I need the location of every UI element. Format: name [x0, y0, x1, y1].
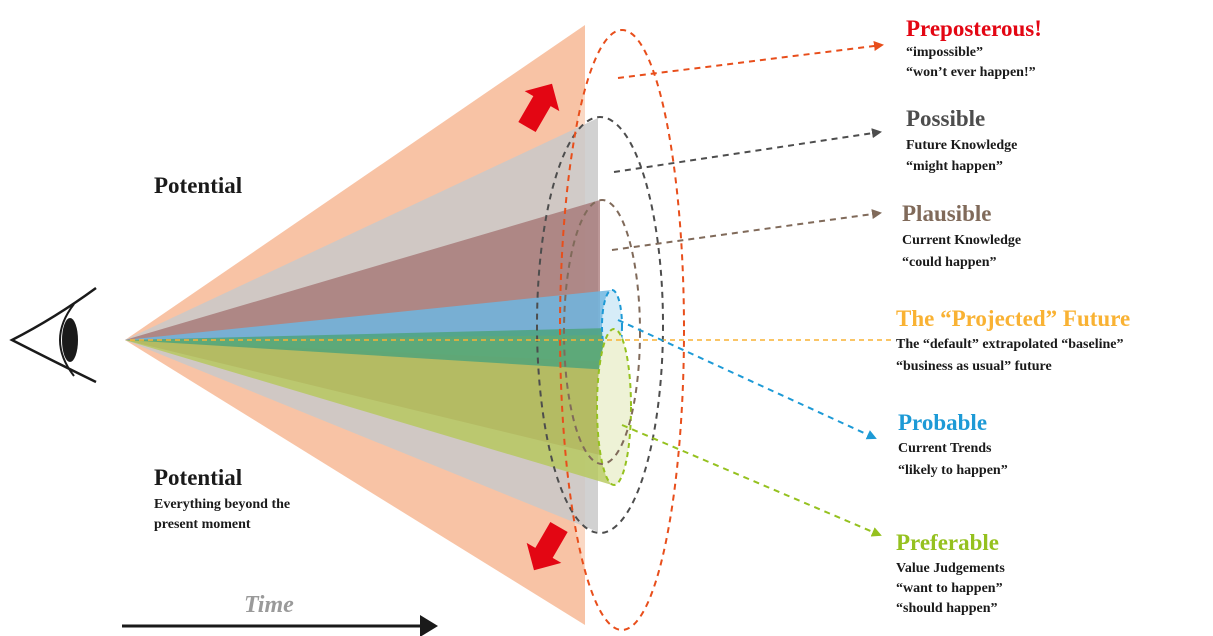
- potential-top-label: Potential: [154, 173, 243, 198]
- arrow-right-icon: [122, 615, 438, 636]
- probable-line2: “likely to happen”: [898, 463, 1008, 478]
- preposterous-line1: “impossible”: [906, 45, 984, 60]
- leader-plausible: [611, 209, 882, 251]
- preposterous-line2: “won’t ever happen!”: [906, 65, 1036, 80]
- potential-bottom-sub2: present moment: [154, 517, 251, 532]
- probable-line1: Current Trends: [898, 441, 992, 456]
- leader-possible: [613, 128, 882, 173]
- projected-title: The “Projected” Future: [896, 306, 1131, 331]
- projected-line1: The “default” extrapolated “baseline”: [896, 337, 1124, 352]
- possible-ring: [536, 116, 664, 534]
- preferable-end-face: [596, 328, 632, 486]
- preferable-line3: “should happen”: [896, 601, 998, 616]
- eye-icon: [9, 286, 97, 384]
- preferable-title: Preferable: [896, 530, 1000, 555]
- plausible-ring: [563, 199, 641, 465]
- leader-preposterous: [617, 41, 884, 79]
- potential-bottom-sub1: Everything beyond the: [154, 497, 291, 512]
- plausible-line1: Current Knowledge: [902, 233, 1022, 248]
- projected-line2: “business as usual” future: [896, 359, 1052, 374]
- plausible-line2: “could happen”: [902, 255, 997, 270]
- plausible-title: Plausible: [902, 201, 992, 226]
- time-label: Time: [244, 592, 294, 618]
- possible-title: Possible: [906, 106, 986, 131]
- possible-line2: “might happen”: [906, 159, 1003, 174]
- cone-projected-core: [125, 328, 610, 370]
- arrow-down-left-icon: [526, 521, 568, 571]
- preferable-line2: “want to happen”: [896, 581, 1003, 596]
- potential-bottom-label: Potential: [154, 465, 243, 490]
- probable-title: Probable: [898, 410, 988, 435]
- cone-preferable: [125, 335, 612, 485]
- leader-preferable: [621, 424, 882, 537]
- possible-line1: Future Knowledge: [906, 138, 1018, 153]
- leader-probable: [617, 319, 877, 440]
- preposterous-ring: [559, 29, 685, 631]
- preferable-line1: Value Judgements: [896, 561, 1005, 576]
- arrow-up-left-icon: [518, 83, 560, 133]
- preposterous-title: Preposterous!: [906, 16, 1042, 41]
